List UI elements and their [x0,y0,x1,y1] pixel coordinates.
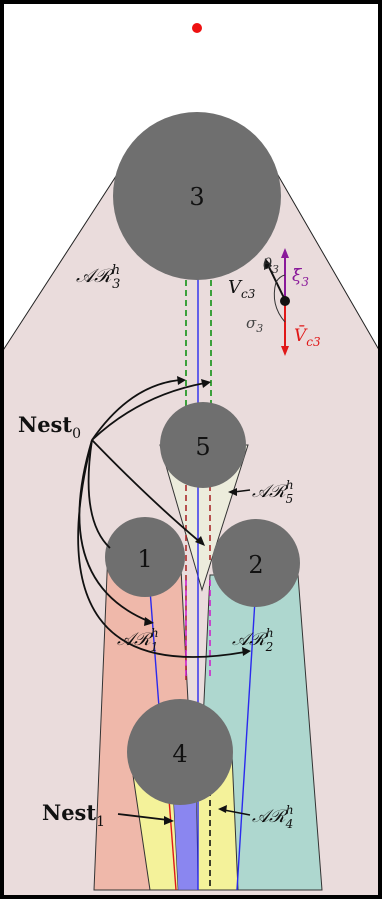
vbar-arrow-head [281,346,289,356]
disk-label-1: 1 [137,545,152,573]
sigma-label: σ3 [246,314,263,335]
nest0-arrow-to-green-right [91,382,206,441]
vc3-arrow [267,264,286,301]
nest0-arrowheads [144,376,251,656]
nest0-head-2 [201,379,211,388]
sigma-arc [273,281,286,323]
disk-3 [113,112,281,280]
nest0-arrow-to-ar2 [77,439,246,658]
nest0-head-5 [242,647,251,656]
ar4-pointer-head [218,805,227,813]
disk-4 [127,699,233,805]
blue-line-ar1 [149,589,161,721]
red-dot [192,23,202,33]
nest0-label: Nest0 [18,412,81,442]
blue-line-ar2 [236,599,256,891]
ar5-pointer-head [228,488,237,496]
disk-1 [105,517,185,597]
disk-2 [212,519,300,607]
disk-5 [160,402,246,488]
disk-label-5: 5 [195,433,210,461]
xi-label: ξ̄3 [292,266,309,289]
nest1-arrow-head [164,816,174,825]
ar4-pointer [223,809,251,816]
nest0-arrows [77,379,246,658]
nest1-arrow [117,813,169,821]
disk-label-3: 3 [189,183,204,211]
nest0-arrow-to-ar1 [78,439,149,622]
theta-label: θ3 [263,255,279,276]
nest0-head-4 [144,617,154,626]
theta-arc [275,274,286,283]
disk-label-4: 4 [172,740,187,768]
nest0-arrow-to-nest [87,439,111,549]
nest0-head-3 [195,536,205,546]
vc3-label: Vc3 [228,277,256,301]
disk-label-2: 2 [248,551,263,579]
nest0-head-1 [177,376,186,385]
nest0-arrow-to-ar5 [91,439,201,543]
nest1-label: Nest1 [42,800,105,830]
xi-arrow-head [281,248,289,258]
nest0-arrow-to-green-left [91,379,181,441]
vbar-label: V̄c3 [294,324,321,349]
vector-origin [280,296,290,306]
vc3-arrow-head [264,258,272,270]
